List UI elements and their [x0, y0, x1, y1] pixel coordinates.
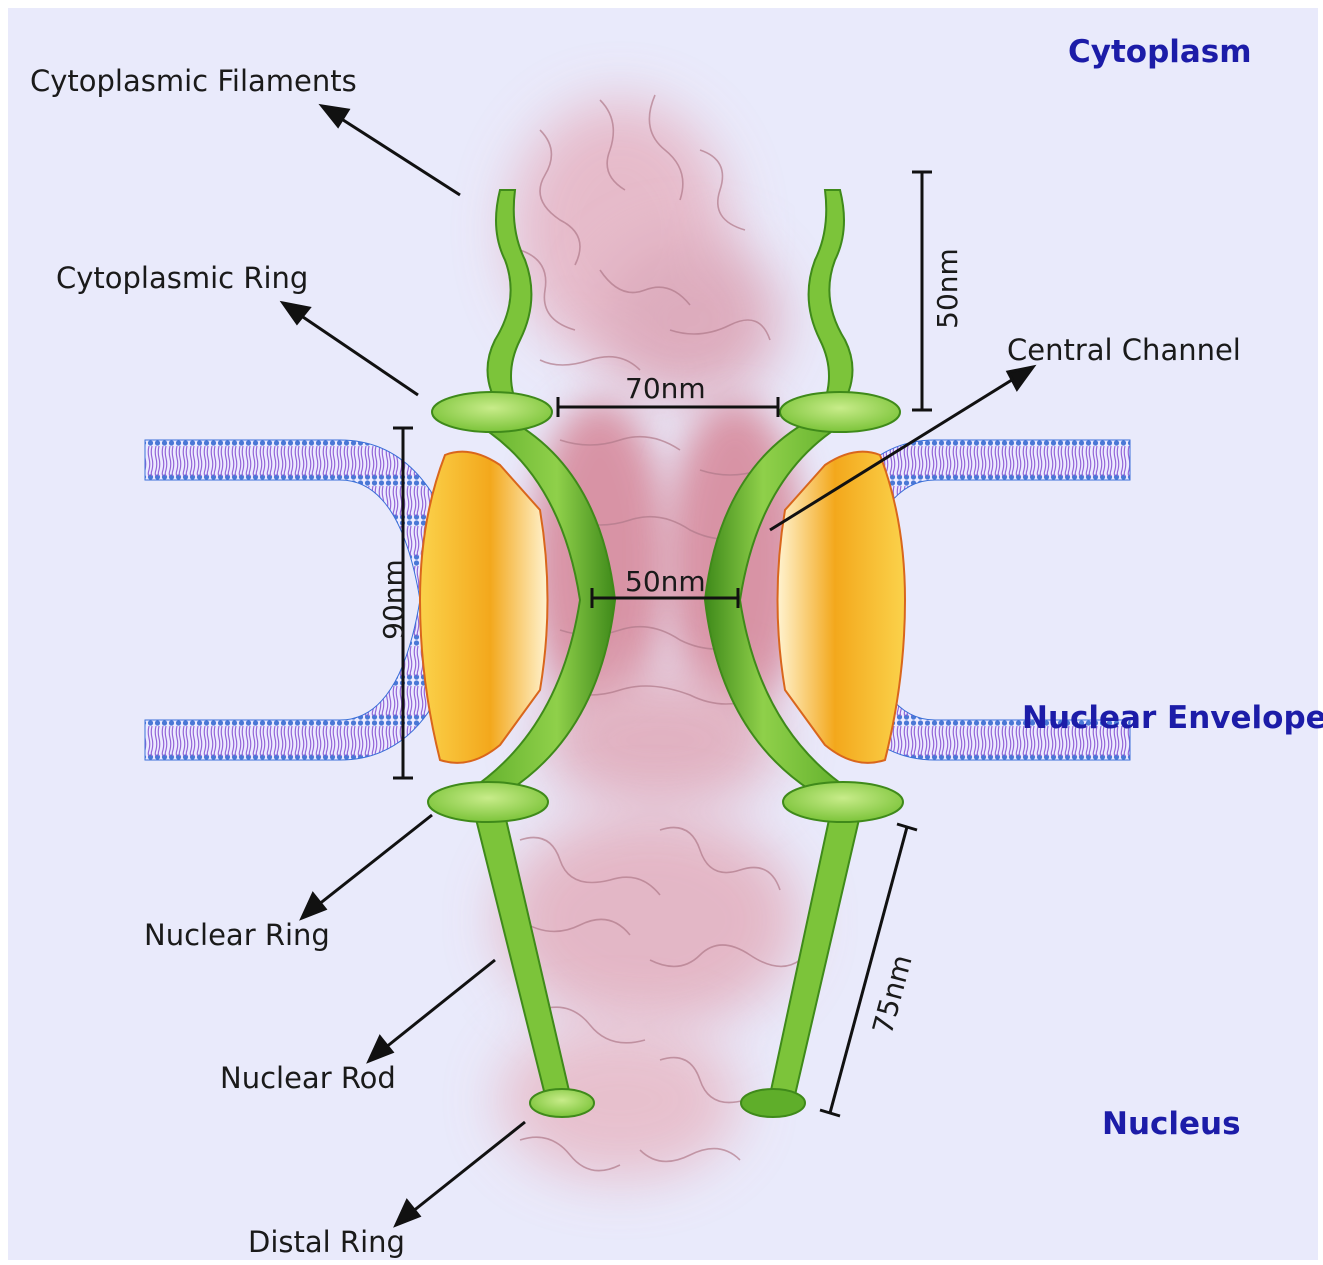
distal-ring-left — [530, 1089, 594, 1117]
nuclear-ring-left — [428, 782, 548, 822]
label-central-channel: Central Channel — [1007, 333, 1241, 367]
region-label-cytoplasm: Cytoplasm — [1068, 34, 1252, 70]
region-label-nuclear-envelope: Nuclear Envelope — [1022, 700, 1323, 736]
label-cytoplasmic-filaments: Cytoplasmic Filaments — [30, 64, 357, 98]
label-nuclear-ring: Nuclear Ring — [144, 918, 330, 952]
dimension-label-channel-width: 50nm — [625, 565, 706, 598]
nuclear-ring-right — [783, 782, 903, 822]
cytoplasmic-ring-right — [780, 392, 900, 432]
label-cytoplasmic-ring: Cytoplasmic Ring — [56, 261, 308, 295]
region-label-nucleus: Nucleus — [1102, 1106, 1241, 1142]
dimension-label-envelope-height: 90nm — [377, 559, 410, 640]
dimension-label-ring-spacing: 70nm — [625, 372, 706, 405]
label-nuclear-rod: Nuclear Rod — [220, 1061, 396, 1095]
label-distal-ring: Distal Ring — [248, 1225, 405, 1259]
cytoplasmic-ring-left — [432, 392, 552, 432]
dimension-label-filament-length: 50nm — [931, 248, 964, 329]
distal-ring-right — [741, 1089, 805, 1117]
